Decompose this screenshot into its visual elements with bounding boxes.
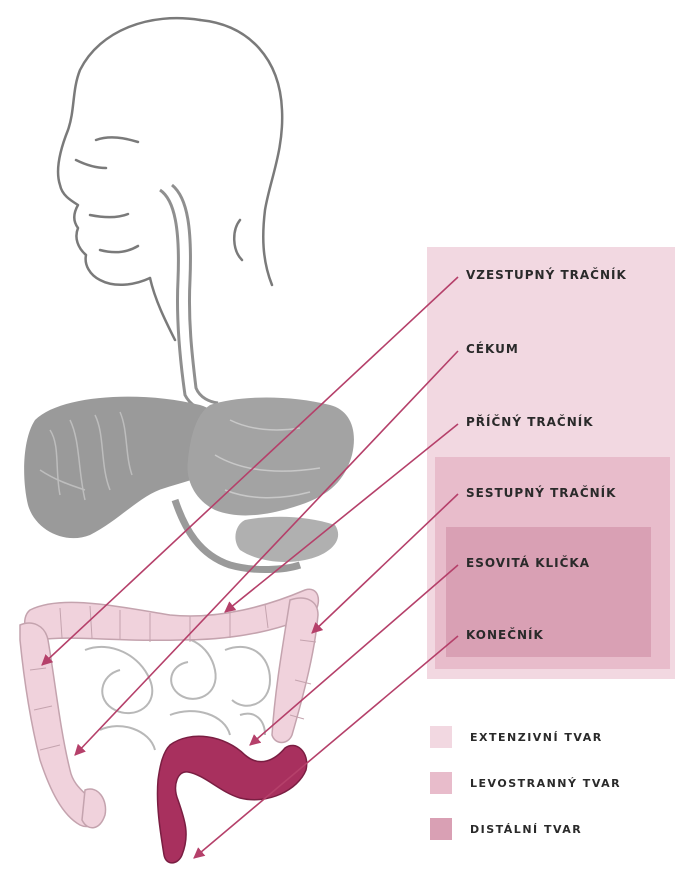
label-sigmoid: ESOVITÁ KLIČKA <box>466 556 590 570</box>
esophagus <box>160 185 218 412</box>
legend-swatch-extensive <box>430 726 452 748</box>
small-intestine <box>85 637 270 750</box>
legend-label-left-sided: LEVOSTRANNÝ TVAR <box>470 777 621 790</box>
legend-label-extensive: EXTENZIVNÍ TVAR <box>470 731 603 744</box>
legend-label-distal: DISTÁLNÍ TVAR <box>470 823 582 836</box>
legend-swatch-left-sided <box>430 772 452 794</box>
label-cecum: CÉKUM <box>466 342 519 356</box>
label-ascending-colon: VZESTUPNÝ TRAČNÍK <box>466 268 627 282</box>
label-descending-colon: SESTUPNÝ TRAČNÍK <box>466 486 616 500</box>
legend-swatch-distal <box>430 818 452 840</box>
head-outline <box>58 18 282 340</box>
label-rectum: KONEČNÍK <box>466 628 544 642</box>
label-transverse-colon: PŘÍČNÝ TRAČNÍK <box>466 415 594 429</box>
sigmoid-rectum <box>157 736 306 863</box>
pancreas-shape <box>235 517 338 562</box>
